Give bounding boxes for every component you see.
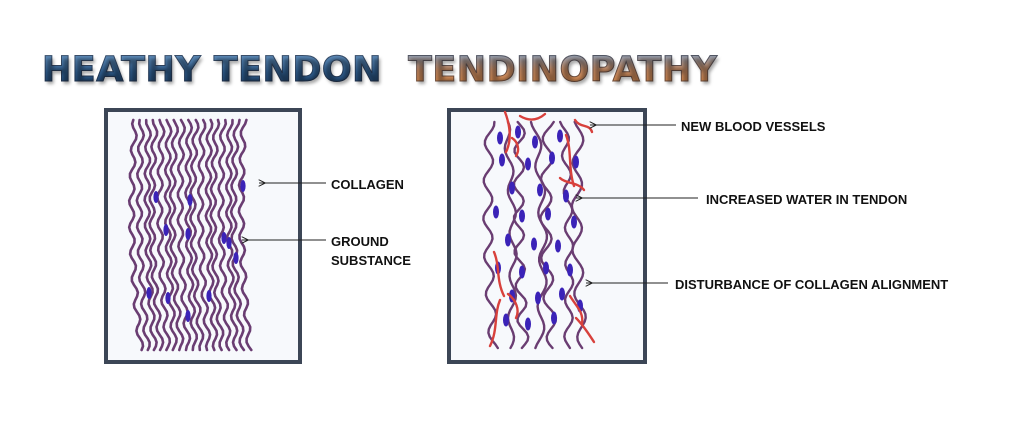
collagen-fiber: [209, 118, 225, 352]
water-cell: [559, 287, 565, 301]
collagen-fiber: [168, 118, 185, 352]
blood-vessel: [510, 136, 520, 158]
ground-substance-label-line1: GROUND: [331, 234, 389, 249]
ground-substance-cell: [153, 191, 159, 203]
ground-substance-label-line2: SUBSTANCE: [331, 253, 411, 268]
new-blood-vessels: [488, 110, 596, 348]
collagen-fiber: [482, 120, 499, 350]
blood-vessel: [574, 316, 596, 344]
ground-substance-cell: [240, 180, 246, 192]
blood-vessel: [488, 298, 502, 348]
water-cell: [531, 237, 537, 251]
water-cell: [571, 215, 577, 229]
collagen-fiber: [237, 118, 253, 352]
collagen-fiber: [155, 118, 172, 352]
blood-vessel: [503, 110, 511, 154]
water-cell: [545, 207, 551, 221]
collagen-fiber: [512, 120, 530, 350]
water-cell: [525, 317, 531, 331]
ground-substance-cell: [187, 194, 193, 206]
healthy-collagen-fibers: [127, 118, 253, 352]
collagen-fiber: [229, 118, 246, 352]
disorganized-collagen-fibers: [482, 120, 587, 350]
ground-substance-cell: [185, 228, 191, 240]
water-cell: [493, 205, 499, 219]
ground-substance-cell: [146, 287, 152, 299]
blood-vessel: [568, 294, 584, 326]
ground-substance-cell: [226, 237, 232, 249]
water-cell: [525, 157, 531, 171]
water-cell: [551, 311, 557, 325]
blood-vessel: [506, 292, 519, 320]
water-cell: [573, 155, 579, 169]
water-cell: [519, 209, 525, 223]
water-cell: [499, 153, 505, 167]
healthy-tendon-title: HEATHY TENDON: [42, 50, 382, 91]
water-cell: [532, 135, 538, 149]
water-cell: [497, 131, 503, 145]
collagen-fiber: [143, 118, 158, 352]
blood-vessel: [564, 133, 576, 188]
increased-water-label: INCREASED WATER IN TENDON: [706, 192, 908, 207]
blood-vessel: [492, 250, 506, 298]
water-cell: [549, 151, 555, 165]
collagen-fiber: [163, 118, 178, 352]
collagen-fiber: [189, 118, 205, 352]
collagen-fiber: [135, 118, 151, 352]
ground-substance-cell: [163, 224, 169, 236]
blood-vessel: [518, 112, 547, 121]
collagen-fiber: [570, 120, 587, 350]
water-cell: [509, 181, 515, 195]
collagen-alignment-label: DISTURBANCE OF COLLAGEN ALIGNMENT: [675, 277, 949, 292]
collagen-label: COLLAGEN: [331, 177, 404, 192]
ground-substance-cell: [206, 290, 212, 302]
collagen-fiber: [204, 118, 219, 352]
collagen-fiber: [148, 118, 165, 352]
tendinopathy-title: TENDINOPATHY: [408, 50, 718, 91]
water-cell: [519, 265, 525, 279]
collagen-fiber: [196, 118, 212, 352]
water-cell: [535, 291, 541, 305]
water-cell: [503, 313, 509, 327]
water-cell: [515, 125, 521, 139]
collagen-fiber: [529, 120, 549, 350]
water-cell: [537, 183, 543, 197]
water-cell: [505, 233, 511, 247]
water-cell: [555, 239, 561, 253]
collagen-fiber: [559, 120, 575, 350]
water-cells: [493, 125, 583, 331]
ground-substance-cell: [165, 292, 171, 304]
blood-vessel: [558, 176, 586, 192]
ground-substance-cell: [185, 310, 191, 322]
water-cell: [563, 189, 569, 203]
ground-substance-cell: [233, 252, 239, 264]
healthy-ground-substance-cells: [146, 180, 246, 322]
collagen-fiber: [224, 118, 239, 352]
water-cell: [543, 261, 549, 275]
blood-vessel: [573, 118, 594, 134]
ground-substance-cell: [221, 232, 227, 244]
water-cell: [567, 263, 573, 277]
new-blood-vessels-label: NEW BLOOD VESSELS: [681, 119, 826, 134]
collagen-fiber: [217, 118, 232, 352]
water-cell: [557, 129, 563, 143]
collagen-fiber: [127, 118, 145, 352]
